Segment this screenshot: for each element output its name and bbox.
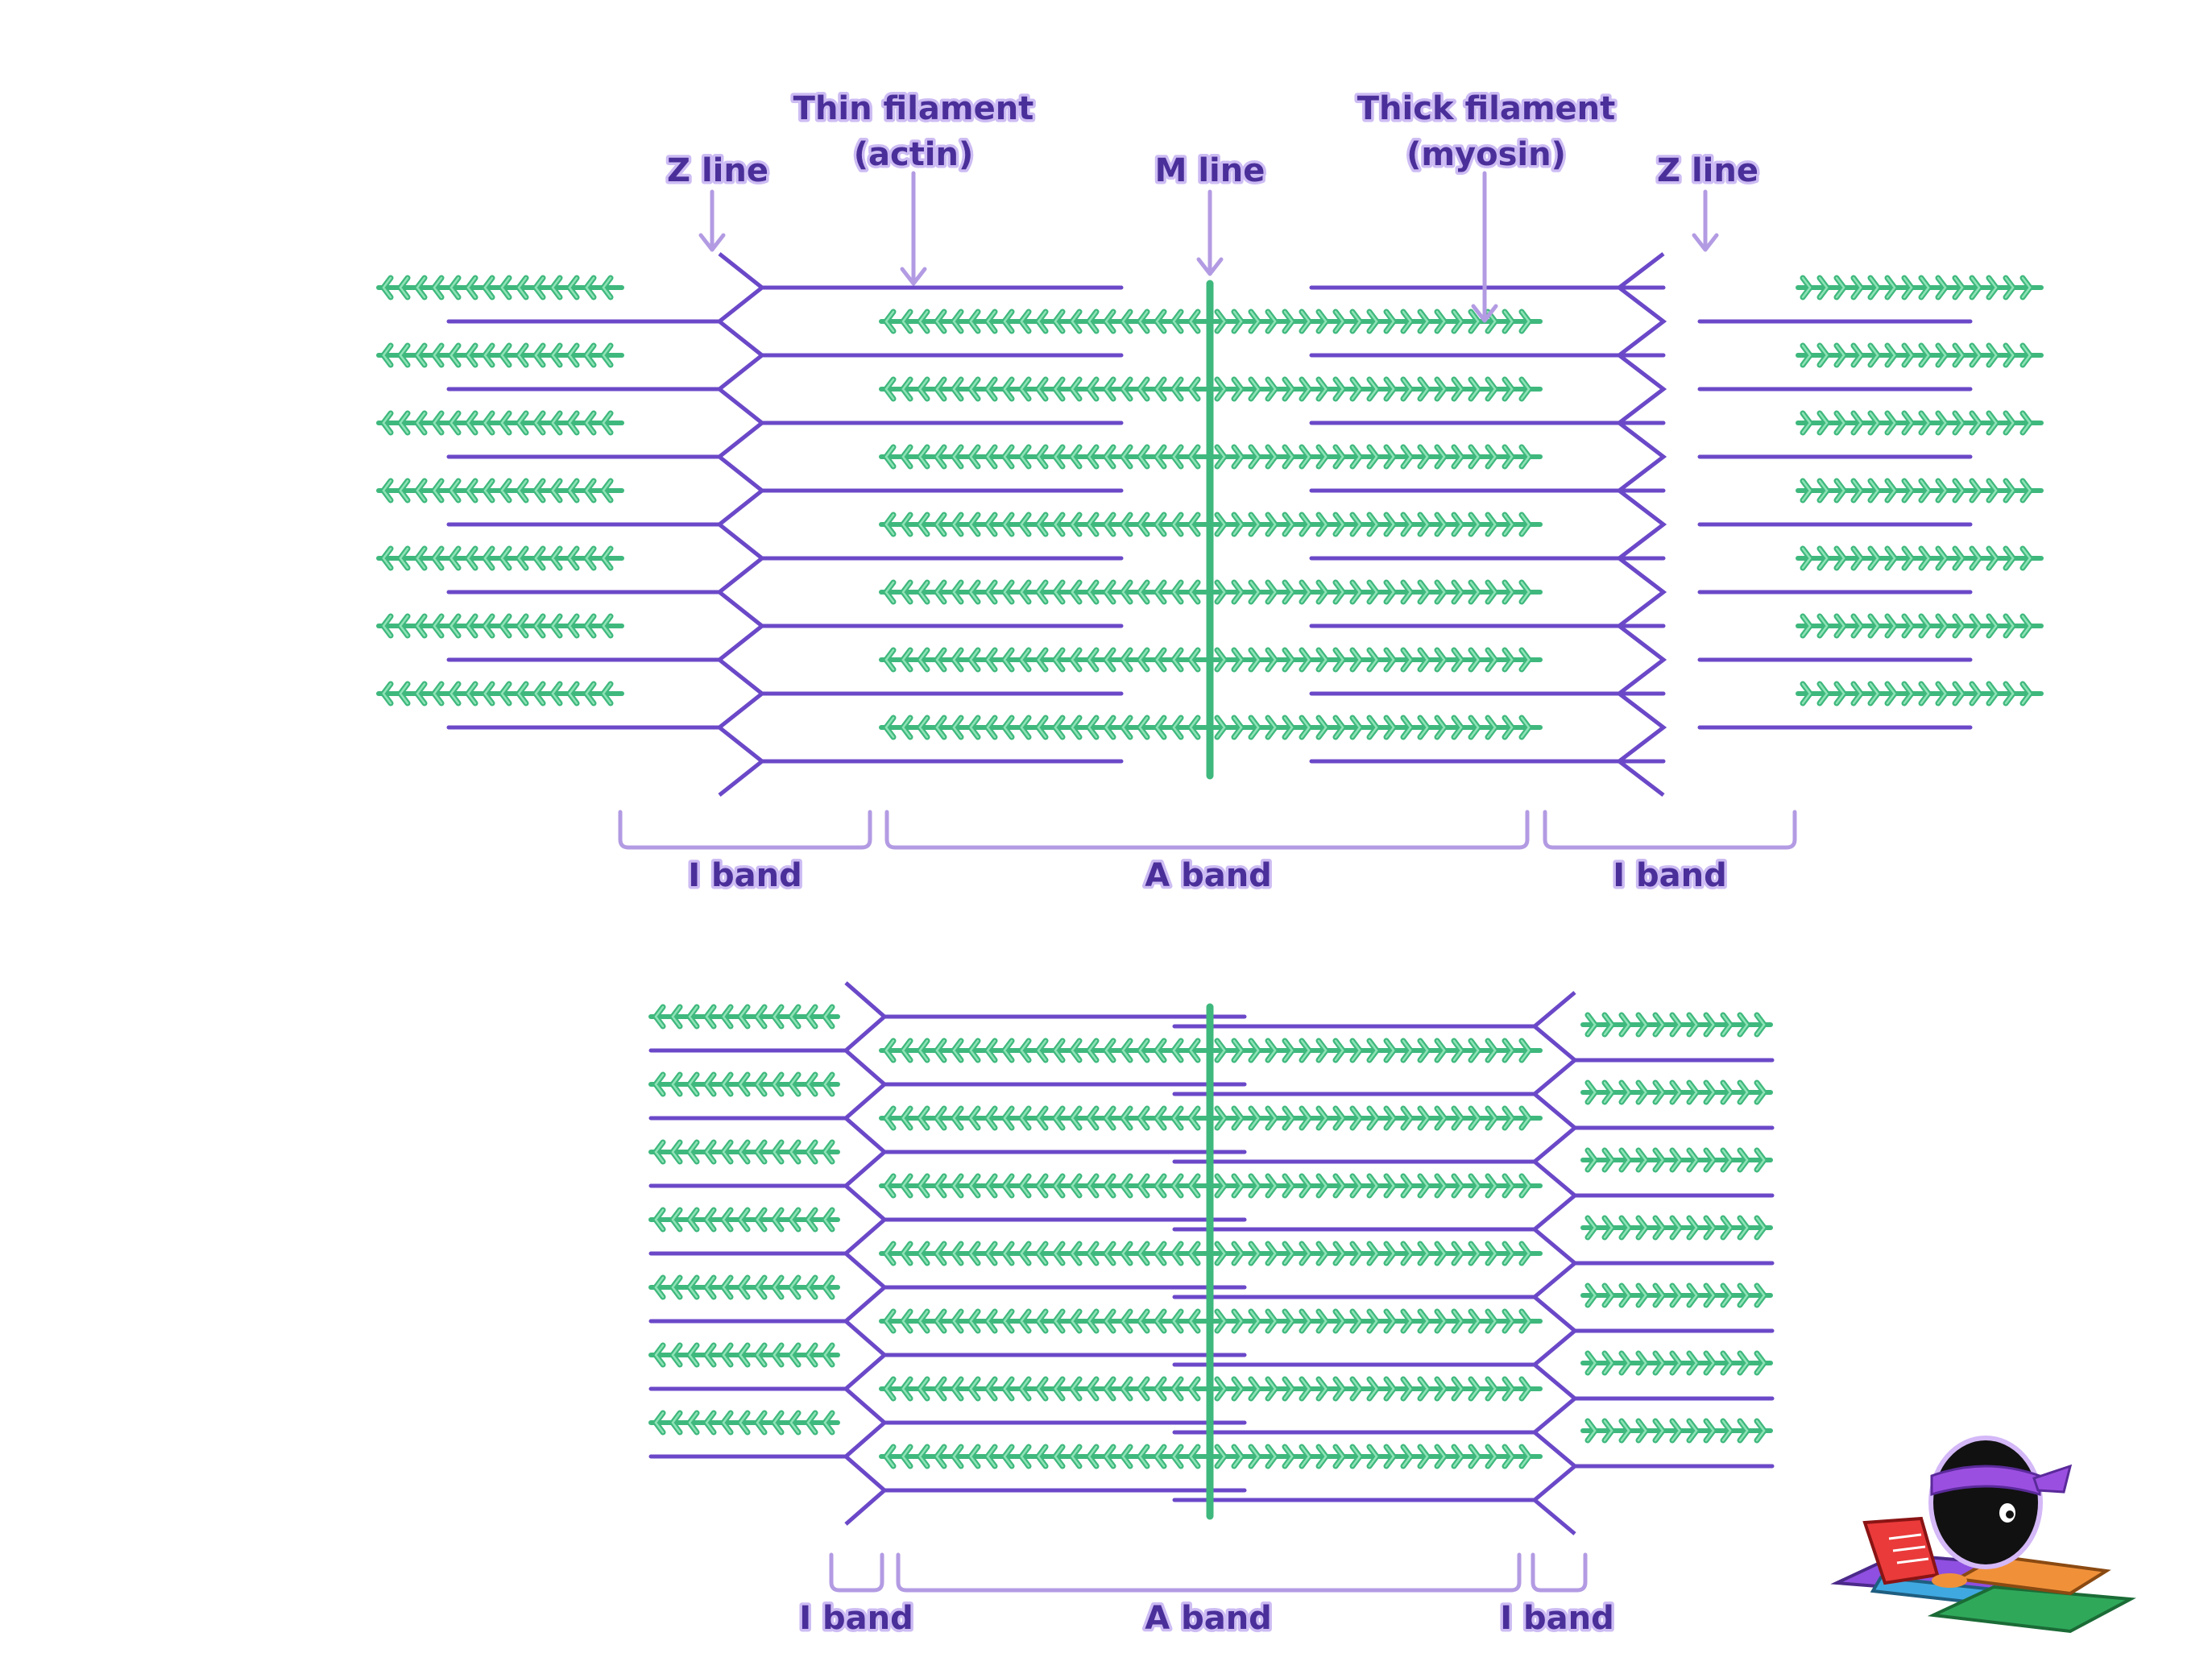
thick-filament	[1210, 512, 1543, 537]
thick-filament	[879, 1038, 1211, 1063]
thick-filament	[1210, 1173, 1543, 1199]
neighbor-thick-filament	[648, 1410, 840, 1436]
neighbor-thick-filament	[648, 1004, 840, 1030]
neighbor-thick-filament	[1580, 1012, 1773, 1038]
neighbor-thick-filament	[648, 1139, 840, 1165]
thick-filament-sublabel: (myosin)	[1406, 136, 1566, 173]
relaxed-annotation-arrows	[698, 171, 1719, 323]
relaxed-a-band-label: A band	[1145, 857, 1272, 894]
z-line-right	[1615, 252, 1667, 797]
thick-filament-arrow-icon	[1471, 171, 1498, 323]
thick-filament	[1210, 647, 1543, 673]
neighbor-thick-filament	[376, 478, 624, 503]
thick-filament	[879, 309, 1211, 334]
relaxed-z-line-left	[715, 252, 766, 797]
thin-filament-arrow-icon	[900, 171, 927, 286]
neighbor-thick-filament	[376, 545, 624, 571]
neighbor-thick-filament	[376, 613, 624, 639]
contracted-thick-filaments	[648, 1004, 1773, 1469]
thick-filament	[879, 1105, 1211, 1131]
contracted-thin-filaments	[648, 1014, 1775, 1502]
neighbor-thick-filament	[1580, 1418, 1773, 1444]
neighbor-thick-filament	[1796, 342, 2044, 368]
neighbor-thick-filament	[376, 342, 624, 368]
thick-filament	[879, 647, 1211, 673]
thick-filament	[879, 1173, 1211, 1199]
z-line-right-arrow-icon	[1692, 189, 1719, 252]
relaxed-a-band-bracket	[884, 810, 1530, 850]
neighbor-thick-filament	[648, 1071, 840, 1097]
thick-filament	[879, 579, 1211, 605]
m-line-arrow-icon	[1196, 189, 1224, 276]
thick-filament	[879, 1444, 1211, 1469]
z-line-left-label: Z line	[667, 152, 768, 189]
thick-filament	[1210, 715, 1543, 740]
z-line-right-label: Z line	[1657, 152, 1758, 189]
thick-filament	[1210, 376, 1543, 402]
thick-filament	[1210, 1308, 1543, 1334]
thick-filament	[1210, 1444, 1543, 1469]
z-line-left	[715, 252, 766, 797]
neighbor-thick-filament	[1580, 1215, 1773, 1241]
neighbor-thick-filament	[376, 275, 624, 300]
z-line-left-arrow-icon	[698, 189, 726, 252]
neighbor-thick-filament	[1580, 1350, 1773, 1376]
contracted-z-line-left	[843, 981, 888, 1526]
contracted-z-line-right	[1531, 991, 1578, 1535]
thick-filament	[879, 376, 1211, 402]
relaxed-i-band-left-bracket	[618, 810, 872, 850]
thick-filament	[1210, 1038, 1543, 1063]
contracted-a-band-bracket	[896, 1552, 1522, 1593]
contracted-i-band-right-bracket	[1531, 1552, 1588, 1593]
neighbor-thick-filament	[1796, 545, 2044, 571]
thin-filament-label: Thin filament	[793, 90, 1034, 127]
contracted-i-band-left-label: I band	[799, 1600, 913, 1637]
thick-filament	[879, 512, 1211, 537]
z-line-left	[843, 981, 888, 1526]
thick-filament	[879, 1308, 1211, 1334]
thick-filament	[879, 444, 1211, 470]
contracted-i-band-left-bracket	[829, 1552, 884, 1593]
thick-filament	[1210, 1105, 1543, 1131]
neighbor-thick-filament	[1796, 410, 2044, 436]
contracted-i-band-right-label: I band	[1500, 1600, 1614, 1637]
thick-filament	[1210, 1241, 1543, 1266]
contracted-a-band-label: A band	[1145, 1600, 1272, 1637]
thick-filament	[1210, 579, 1543, 605]
neighbor-thick-filament	[1580, 1147, 1773, 1173]
relaxed-z-line-right	[1615, 252, 1667, 797]
relaxed-i-band-right-bracket	[1543, 810, 1797, 850]
neighbor-thick-filament	[1796, 613, 2044, 639]
z-line-right	[1531, 991, 1578, 1535]
neighbor-thick-filament	[376, 410, 624, 436]
relaxed-i-band-left-label: I band	[688, 857, 802, 894]
relaxed-sarcomere: Z line Thin filament (actin) M line Thic…	[376, 88, 2044, 897]
relaxed-thick-filaments	[376, 275, 2044, 740]
neighbor-thick-filament	[1796, 275, 2044, 300]
thin-filament-sublabel: (actin)	[854, 136, 974, 173]
neighbor-thick-filament	[376, 681, 624, 706]
neighbor-thick-filament	[648, 1274, 840, 1300]
neighbor-thick-filament	[1580, 1079, 1773, 1105]
neighbor-thick-filament	[1580, 1282, 1773, 1308]
thick-filament	[879, 1376, 1211, 1402]
thick-filament	[879, 1241, 1211, 1266]
neighbor-thick-filament	[648, 1207, 840, 1233]
relaxed-i-band-right-label: I band	[1613, 857, 1727, 894]
penguin-reading-book-icon	[1830, 1436, 2136, 1634]
m-line-label: M line	[1155, 152, 1265, 189]
neighbor-thick-filament	[1796, 478, 2044, 503]
thick-filament	[1210, 1376, 1543, 1402]
relaxed-thin-filaments	[446, 285, 1973, 764]
thick-filament	[879, 715, 1211, 740]
relaxed-band-brackets	[618, 810, 1797, 850]
contracted-band-brackets	[829, 1552, 1588, 1593]
neighbor-thick-filament	[1796, 681, 2044, 706]
thick-filament	[1210, 444, 1543, 470]
contracted-sarcomere: I band A band I band	[648, 981, 1775, 1640]
thick-filament-label: Thick filament	[1357, 90, 1615, 127]
neighbor-thick-filament	[648, 1342, 840, 1368]
